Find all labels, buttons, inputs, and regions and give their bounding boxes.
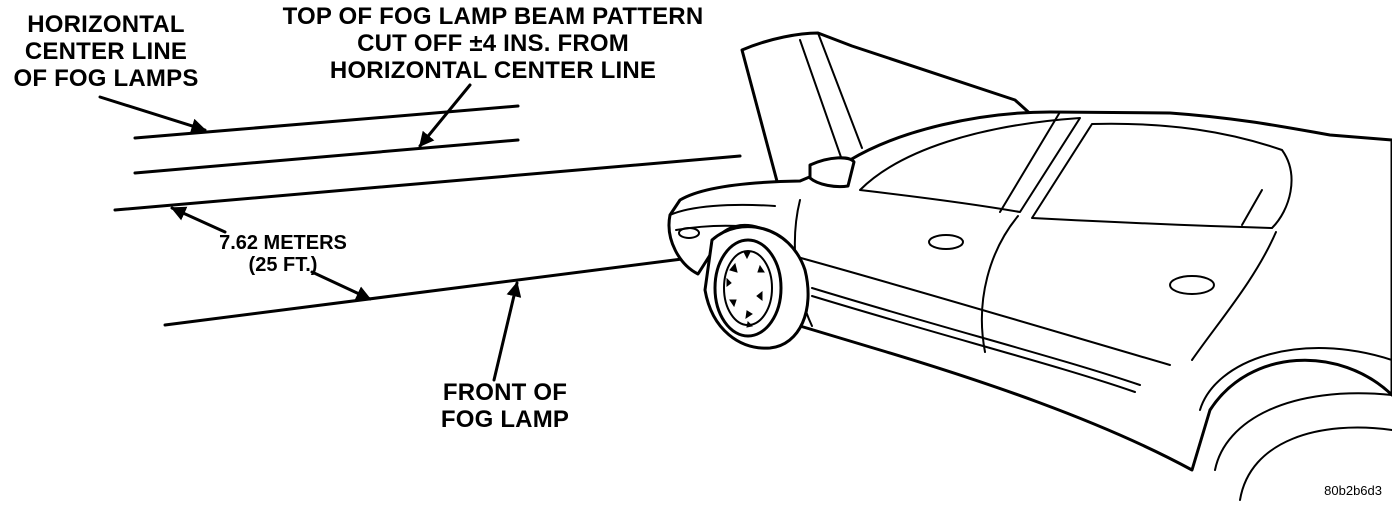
wall-base-line: [113, 154, 742, 212]
front-wheel: [713, 238, 783, 338]
label-line: FRONT OF: [442, 379, 568, 406]
horizontal-center-line-label: HORIZONTAL CENTER LINE OF FOG LAMPS: [8, 11, 204, 93]
horizontal-center-line: [133, 104, 520, 140]
label-line: FOG LAMP: [440, 405, 570, 433]
distance-arrow-down: [310, 270, 372, 301]
label-line: CUT OFF ±4 INS. FROM: [357, 29, 629, 57]
label-line: 7.62 METERS: [219, 232, 347, 254]
front-of-fog-lamp-line: [163, 256, 692, 327]
distance-arrow-up: [170, 206, 227, 234]
beam-cutoff-line: [133, 138, 520, 175]
front-lamp-arrow: [492, 281, 522, 382]
top-of-beam-pattern-label: TOP OF FOG LAMP BEAM PATTERN CUT OFF ±4 …: [258, 3, 728, 85]
distance-label: 7.62 METERS (25 FT.): [198, 232, 368, 277]
figure-code: 80b2b6d3: [1324, 483, 1382, 498]
center-line-arrow: [98, 95, 207, 134]
label-line: TOP OF FOG LAMP BEAM PATTERN: [282, 3, 704, 30]
beam-pattern-arrow: [418, 83, 472, 148]
label-line: (25 FT.): [248, 254, 318, 277]
label-line: OF FOG LAMPS: [13, 64, 199, 92]
label-line: HORIZONTAL CENTER LINE: [329, 56, 657, 84]
front-of-fog-lamp-label: FRONT OF FOG LAMP: [420, 379, 590, 434]
car-illustration: [667, 31, 1392, 501]
label-line: CENTER LINE: [24, 37, 188, 65]
side-mirror: [808, 156, 856, 189]
label-line: HORIZONTAL: [27, 11, 185, 38]
